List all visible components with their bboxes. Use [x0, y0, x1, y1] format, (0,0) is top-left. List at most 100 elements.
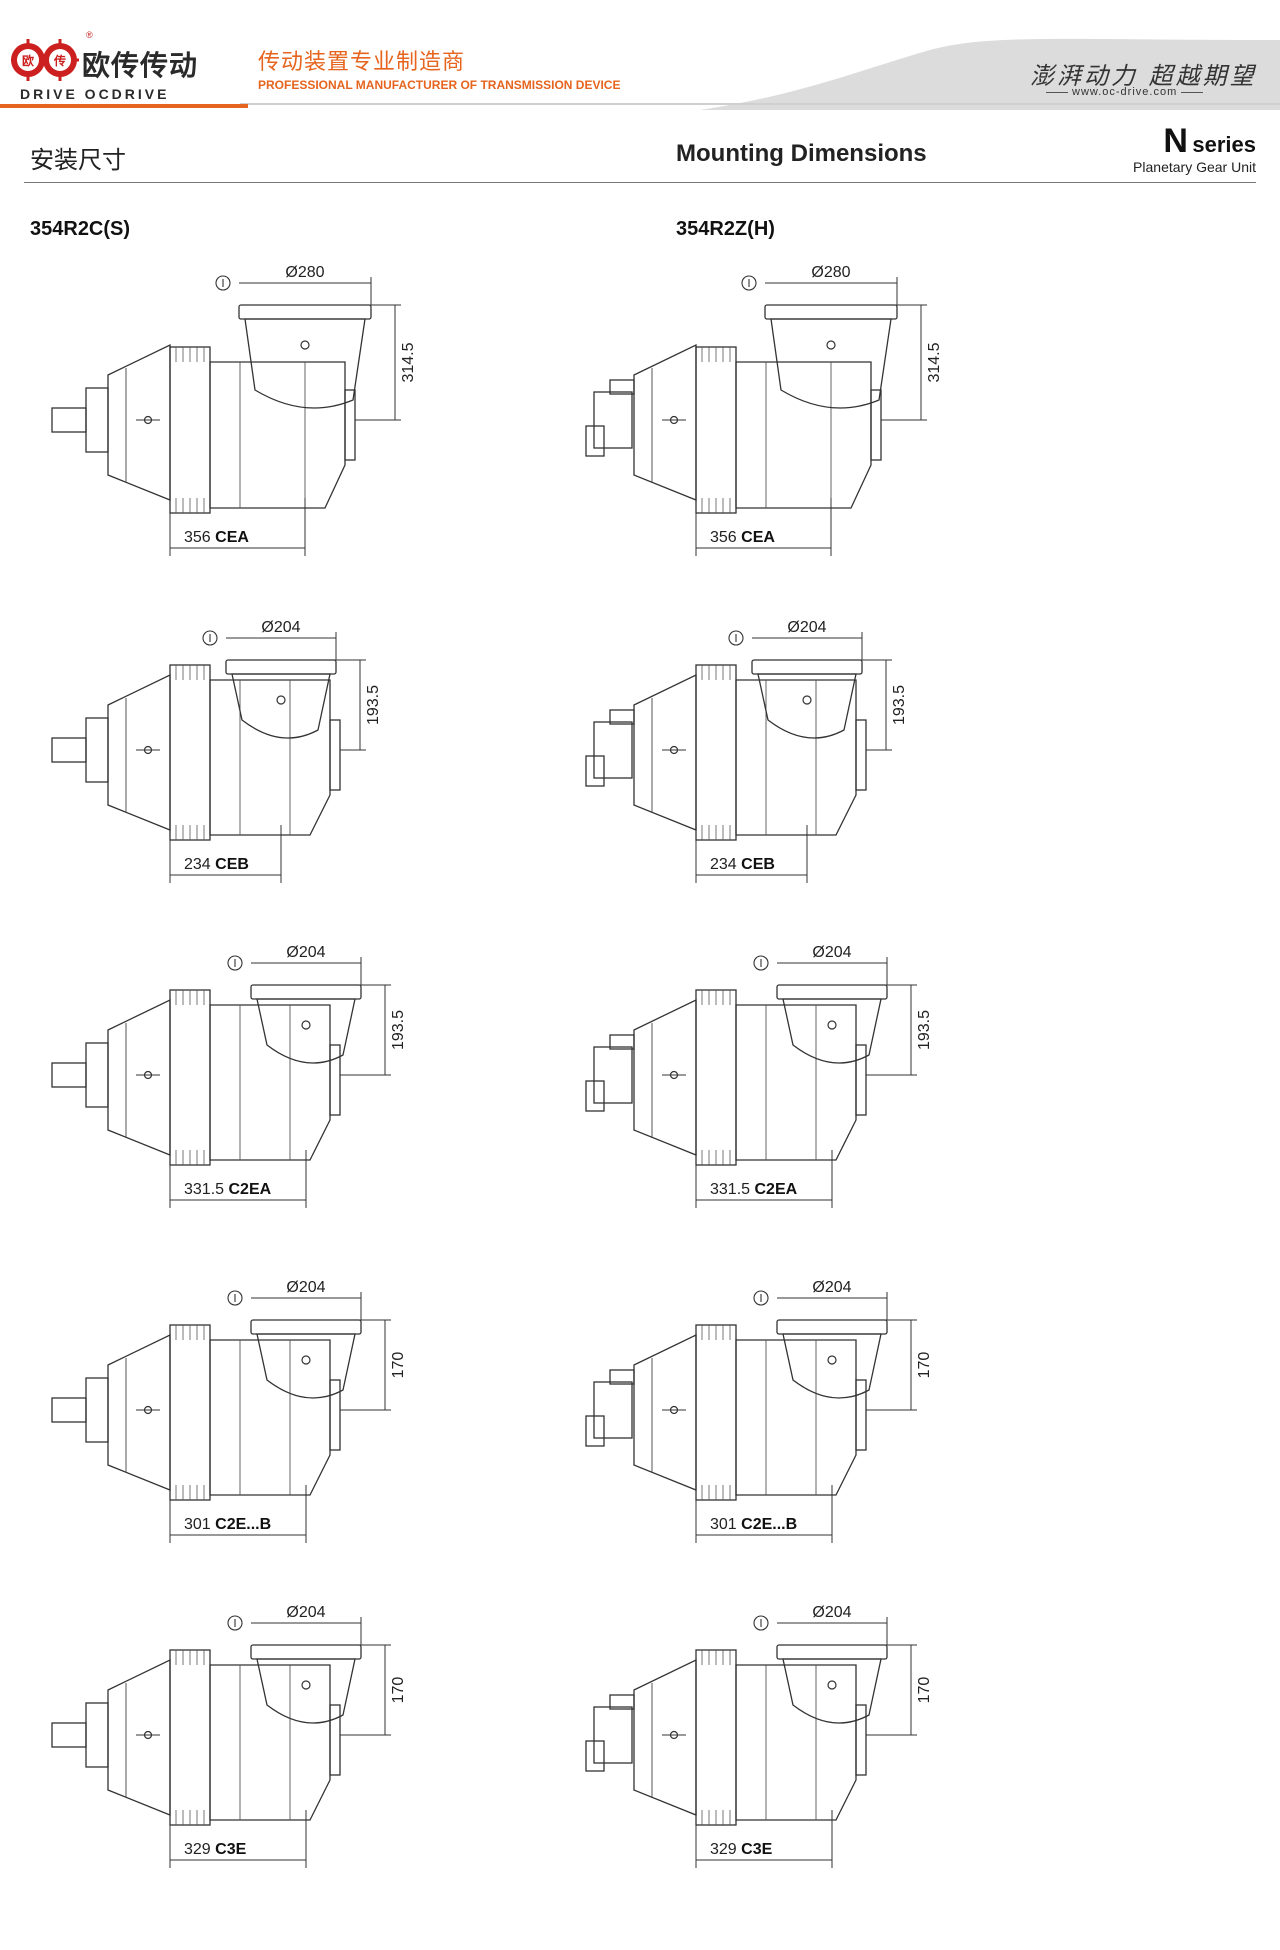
- output-centre-mark: [276, 695, 286, 705]
- variant-code: C3E: [741, 1841, 772, 1858]
- bevel-head: [782, 998, 882, 1064]
- variant-code: CEA: [741, 529, 775, 546]
- height-label: 314.5: [400, 342, 417, 382]
- variant-code: CEB: [215, 856, 249, 873]
- side-cover: [855, 1379, 867, 1451]
- output-flange: [764, 304, 898, 320]
- side-cover: [329, 1044, 341, 1116]
- bevel-head: [782, 1333, 882, 1399]
- brand-name-en: DRIVE OCDRIVE: [20, 86, 170, 102]
- variant-code: CEB: [741, 856, 775, 873]
- input-collar: [85, 387, 109, 453]
- bevel-head: [244, 318, 366, 409]
- motor-adapter: [593, 391, 633, 449]
- diameter-label: Ø204: [286, 1604, 325, 1621]
- variant-code: CEA: [215, 529, 249, 546]
- ring-flange: [169, 664, 211, 841]
- motor-adapter: [593, 1046, 633, 1104]
- input-collar: [85, 1702, 109, 1768]
- length-label: 301 C2E...B: [710, 1516, 797, 1533]
- datum-symbol: [215, 275, 231, 291]
- planetary-housing: [633, 673, 697, 831]
- main-body: [735, 1664, 857, 1821]
- planetary-housing: [107, 998, 171, 1156]
- planetary-housing: [633, 1658, 697, 1816]
- logo-badge-left: 欧: [22, 53, 34, 68]
- planetary-housing: [107, 1333, 171, 1491]
- diameter-label: Ø204: [261, 619, 300, 636]
- logo-badge-right: 传: [53, 53, 66, 68]
- length-label: 331.5 C2EA: [710, 1181, 798, 1198]
- length-label: 301 C2E...B: [184, 1516, 271, 1533]
- ring-flange: [695, 1649, 737, 1826]
- section-divider: [24, 182, 1256, 183]
- diameter-label: Ø204: [787, 619, 826, 636]
- diameter-label: Ø280: [285, 264, 324, 281]
- length-label: 234 CEB: [710, 856, 775, 873]
- variant-code: C2E...B: [741, 1516, 797, 1533]
- height-label: 193.5: [390, 1010, 407, 1050]
- gear-logo-icon: 欧 传: [11, 39, 79, 81]
- input-shaft: [51, 1397, 87, 1423]
- gear-drawing-r3-c2: Ø204 193.5 331.5 C2EA: [585, 944, 933, 1208]
- diameter-label: Ø204: [286, 944, 325, 961]
- main-body: [209, 361, 346, 509]
- output-flange: [250, 984, 362, 1000]
- output-centre-mark: [827, 1680, 837, 1690]
- registered-mark: ®: [86, 30, 93, 40]
- side-cover: [329, 1379, 341, 1451]
- column-label-left: 354R2C(S): [30, 218, 131, 240]
- ring-flange: [169, 989, 211, 1166]
- accent-rule: [0, 104, 248, 108]
- planetary-housing: [633, 998, 697, 1156]
- variant-code: C3E: [215, 1841, 246, 1858]
- side-cover: [329, 1704, 341, 1776]
- height-label: 193.5: [916, 1010, 933, 1050]
- bevel-head: [782, 1658, 882, 1724]
- variant-code: C2EA: [754, 1181, 797, 1198]
- datum-symbol: [227, 1290, 243, 1306]
- diameter-label: Ø204: [812, 944, 851, 961]
- side-cover: [329, 719, 341, 791]
- diameter-label: Ø204: [812, 1279, 851, 1296]
- ring-flange: [695, 989, 737, 1166]
- adapter-clamp: [585, 1080, 605, 1112]
- length-label: 329 C3E: [184, 1841, 247, 1858]
- datum-symbol: [741, 275, 757, 291]
- datum-symbol: [227, 955, 243, 971]
- height-label: 170: [916, 1677, 933, 1704]
- series-badge: N series Planetary Gear Unit: [1133, 122, 1256, 175]
- input-shaft: [51, 1722, 87, 1748]
- planetary-housing: [107, 673, 171, 831]
- input-collar: [85, 1042, 109, 1108]
- website-url[interactable]: www.oc-drive.com: [1042, 86, 1207, 98]
- side-cover: [855, 1704, 867, 1776]
- ring-flange: [695, 664, 737, 841]
- height-label: 170: [390, 1677, 407, 1704]
- adapter-clamp: [585, 1740, 605, 1772]
- input-shaft: [51, 407, 87, 433]
- bevel-head: [231, 673, 331, 739]
- height-label: 193.5: [365, 685, 382, 725]
- motor-adapter: [593, 1706, 633, 1764]
- ring-flange: [169, 1649, 211, 1826]
- main-body: [209, 1004, 331, 1161]
- main-body: [209, 1339, 331, 1496]
- gear-drawing-r5-c1: Ø204 170 329 C3E: [51, 1604, 407, 1868]
- output-flange: [776, 984, 888, 1000]
- ring-flange: [695, 1324, 737, 1501]
- output-flange: [238, 304, 372, 320]
- bevel-head: [770, 318, 892, 409]
- ring-flange: [169, 1324, 211, 1501]
- output-centre-mark: [827, 1355, 837, 1365]
- variant-code: C2EA: [228, 1181, 271, 1198]
- side-cover: [870, 389, 882, 461]
- brand-logo: 欧 传 ® 欧传传动 DRIVE OCDRIVE: [10, 28, 200, 102]
- page-header: 欧 传 ® 欧传传动 DRIVE OCDRIVE 传动装置专业制造商 PROFE…: [0, 0, 1280, 110]
